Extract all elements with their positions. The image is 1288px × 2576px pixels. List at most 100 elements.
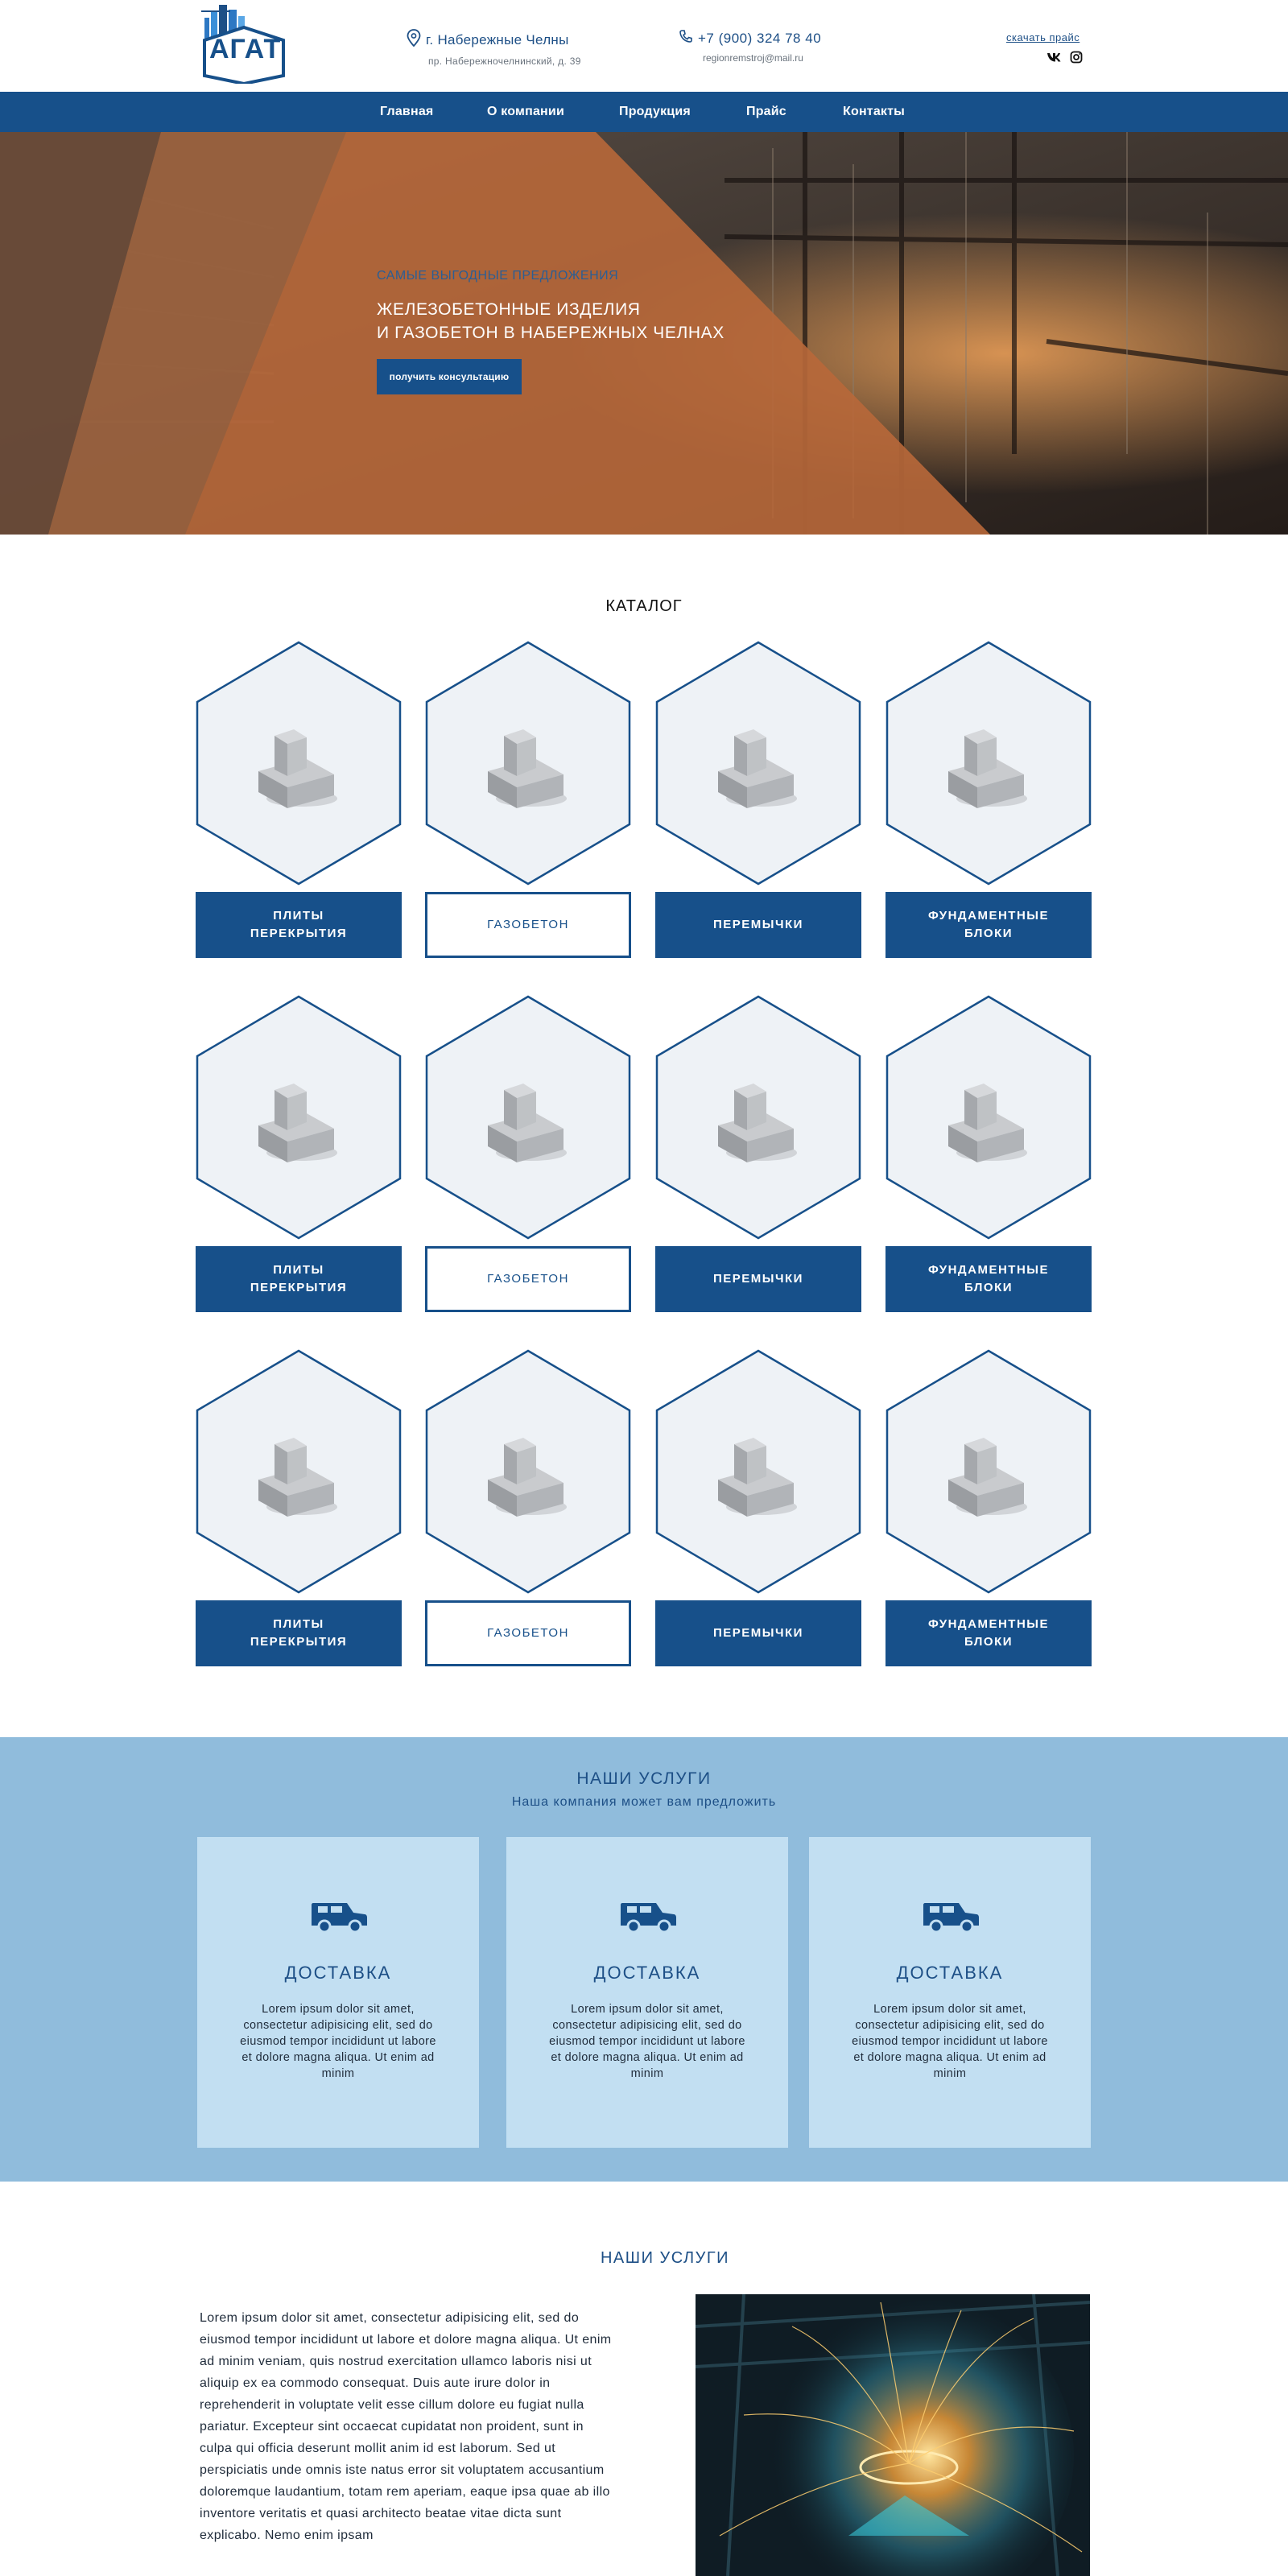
catalog-item-button[interactable]: ПЛИТЫ ПЕРЕКРЫТИЯ — [196, 892, 402, 958]
catalog-item-label-line1: ПЕРЕМЫЧКИ — [713, 1272, 803, 1286]
hexagon-product-image — [655, 641, 861, 886]
service-card-text: Lorem ipsum dolor sit amet, consectetur … — [852, 2003, 1048, 2080]
catalog-item-image[interactable] — [425, 641, 631, 886]
download-price-link[interactable]: скачать прайс — [1006, 31, 1080, 43]
about-title: НАШИ УСЛУГИ — [600, 2249, 730, 2267]
catalog-item-label-line1: ГАЗОБЕТОН — [487, 1626, 569, 1640]
nav-item-contacts[interactable]: Контакты — [843, 105, 906, 118]
catalog-item-label-line1: ПЕРЕМЫЧКИ — [713, 918, 803, 931]
hexagon-product-image — [196, 995, 402, 1240]
catalog-item[interactable]: ПЕРЕМЫЧКИ — [655, 641, 865, 958]
contact-block: +7 (900) 324 78 40 regionremstroj@mail.r… — [679, 29, 821, 64]
catalog-item-button[interactable]: ПЕРЕМЫЧКИ — [655, 1600, 861, 1666]
city-label: г. Набережные Челны — [426, 31, 569, 47]
hero-banner: САМЫЕ ВЫГОДНЫЕ ПРЕДЛОЖЕНИЯ ЖЕЛЕЗОБЕТОННЫ… — [0, 132, 1288, 535]
service-card-text: Lorem ipsum dolor sit amet, consectetur … — [240, 2003, 436, 2080]
hero-title-line1: ЖЕЛЕЗОБЕТОННЫЕ ИЗДЕЛИЯ — [377, 300, 641, 319]
catalog-item-image[interactable] — [886, 641, 1092, 886]
catalog-item[interactable]: ГАЗОБЕТОН — [425, 641, 634, 958]
hexagon-product-image — [425, 641, 631, 886]
nav-item-price[interactable]: Прайс — [746, 105, 786, 118]
catalog-item-label-line1: ГАЗОБЕТОН — [487, 1272, 569, 1286]
catalog-item-button[interactable]: ФУНДАМЕНТНЫЕ БЛОКИ — [886, 1600, 1092, 1666]
catalog-item-label-line1: ПЛИТЫ — [273, 1617, 324, 1631]
hexagon-product-image — [886, 995, 1092, 1240]
catalog-item-image[interactable] — [425, 1349, 631, 1594]
catalog-item-image[interactable] — [886, 1349, 1092, 1594]
catalog-item-button[interactable]: ПЕРЕМЫЧКИ — [655, 892, 861, 958]
vk-icon[interactable] — [1046, 50, 1061, 64]
hero-kicker: САМЫЕ ВЫГОДНЫЕ ПРЕДЛОЖЕНИЯ — [377, 269, 619, 283]
sparks-photo — [696, 2294, 1090, 2576]
services-title: НАШИ УСЛУГИ — [576, 1769, 712, 1788]
catalog-item-image[interactable] — [655, 641, 861, 886]
service-card-title: ДОСТАВКА — [284, 1963, 392, 1983]
logo-text: АГАТ — [209, 34, 282, 64]
catalog-item-image[interactable] — [196, 1349, 402, 1594]
service-card: ДОСТАВКА Lorem ipsum dolor sit amet, cons… — [506, 1837, 788, 2148]
catalog-item-image[interactable] — [196, 995, 402, 1240]
car-icon — [920, 1895, 981, 1934]
catalog-item-label-line2: БЛОКИ — [964, 1281, 1013, 1294]
catalog-item[interactable]: ГАЗОБЕТОН — [425, 1349, 634, 1666]
nav-item-home[interactable]: Главная — [380, 105, 434, 118]
map-pin-icon — [407, 29, 421, 51]
catalog-item[interactable]: ГАЗОБЕТОН — [425, 995, 634, 1312]
services-section: НАШИ УСЛУГИ Наша компания может вам пред… — [0, 1737, 1288, 2182]
catalog-item-image[interactable] — [886, 995, 1092, 1240]
catalog-item-button[interactable]: ПЕРЕМЫЧКИ — [655, 1246, 861, 1312]
catalog-item-button[interactable]: ГАЗОБЕТОН — [425, 892, 631, 958]
about-text: Lorem ipsum dolor sit amet, consectetur … — [200, 2311, 612, 2542]
nav-item-about[interactable]: О компании — [487, 105, 564, 118]
instagram-icon[interactable] — [1069, 50, 1084, 64]
consultation-button[interactable]: получить консультацию — [377, 359, 522, 394]
catalog-item[interactable]: ПЕРЕМЫЧКИ — [655, 995, 865, 1312]
catalog-item-image[interactable] — [655, 995, 861, 1240]
hexagon-product-image — [196, 1349, 402, 1594]
catalog-item-label-line2: ПЕРЕКРЫТИЯ — [250, 927, 348, 940]
hexagon-product-image — [655, 1349, 861, 1594]
service-card-title: ДОСТАВКА — [593, 1963, 701, 1983]
phone-icon — [679, 29, 693, 47]
catalog-item[interactable]: ФУНДАМЕНТНЫЕ БЛОКИ — [886, 1349, 1095, 1666]
logo-icon — [201, 5, 285, 84]
site-header: АГАТ г. Набережные Челны пр. Набережноче… — [0, 0, 1288, 92]
catalog-item-label-line1: ПЛИТЫ — [273, 909, 324, 923]
logo[interactable]: АГАТ — [198, 3, 290, 84]
hexagon-product-image — [196, 641, 402, 886]
car-icon — [308, 1895, 369, 1934]
catalog-item-image[interactable] — [425, 995, 631, 1240]
catalog-item-button[interactable]: ГАЗОБЕТОН — [425, 1600, 631, 1666]
service-card-title: ДОСТАВКА — [896, 1963, 1004, 1983]
service-card-text: Lorem ipsum dolor sit amet, consectetur … — [549, 2003, 745, 2080]
hexagon-product-image — [425, 995, 631, 1240]
hexagon-product-image — [886, 641, 1092, 886]
catalog-item-label-line1: ГАЗОБЕТОН — [487, 918, 569, 931]
phone-number[interactable]: +7 (900) 324 78 40 — [698, 30, 822, 46]
catalog-item-label-line2: БЛОКИ — [964, 1635, 1013, 1649]
email-link[interactable]: regionremstroj@mail.ru — [703, 52, 803, 64]
catalog-item-image[interactable] — [196, 641, 402, 886]
catalog-item-button[interactable]: ГАЗОБЕТОН — [425, 1246, 631, 1312]
social-links — [1046, 50, 1084, 64]
catalog-item-label-line1: ФУНДАМЕНТНЫЕ — [928, 1617, 1049, 1631]
hexagon-product-image — [425, 1349, 631, 1594]
catalog-item-image[interactable] — [655, 1349, 861, 1594]
nav-item-products[interactable]: Продукция — [619, 105, 691, 118]
sparks-image — [696, 2294, 1090, 2576]
hero-title-line2: И ГАЗОБЕТОН В НАБЕРЕЖНЫХ ЧЕЛНАХ — [377, 324, 724, 342]
hero-title: ЖЕЛЕЗОБЕТОННЫЕ ИЗДЕЛИЯ И ГАЗОБЕТОН В НАБ… — [377, 298, 724, 345]
catalog-item[interactable]: ПЕРЕМЫЧКИ — [655, 1349, 865, 1666]
hexagon-product-image — [655, 995, 861, 1240]
catalog-title: КАТАЛОГ — [605, 597, 683, 615]
factory-background-image — [0, 132, 1288, 535]
catalog-item[interactable]: ПЛИТЫ ПЕРЕКРЫТИЯ — [196, 641, 405, 958]
